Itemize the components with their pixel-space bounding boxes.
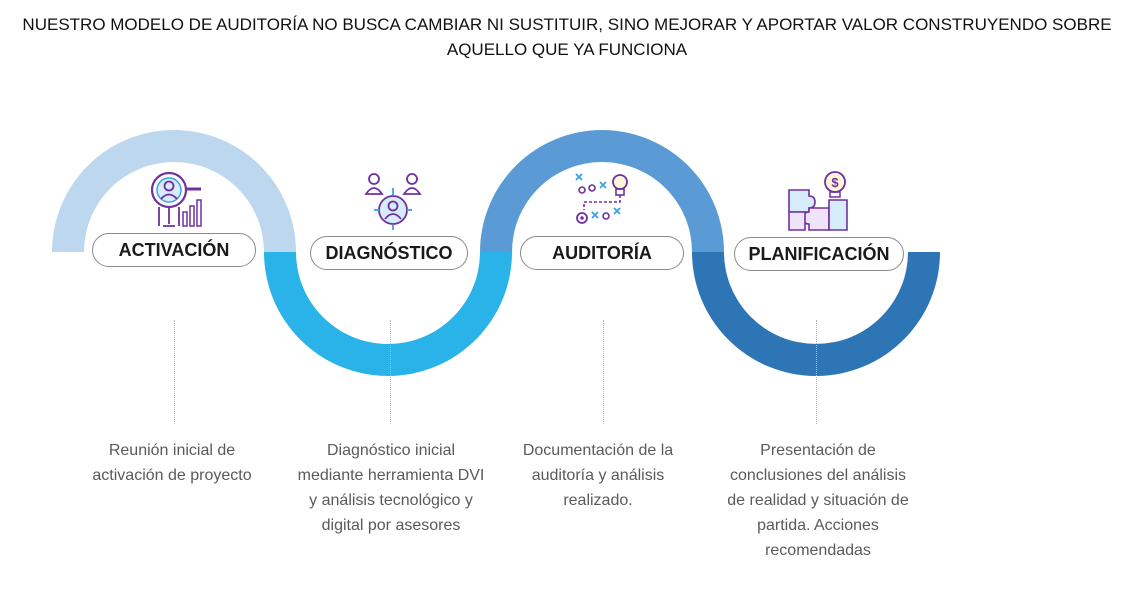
step-pill-diagnostico: DIAGNÓSTICO [310, 236, 468, 270]
wave-arc-diagnostico [264, 252, 512, 376]
step-description-auditoria: Documentación de la auditoría y análisis… [522, 442, 674, 509]
puzzle-dollar-idea-icon: $ [788, 171, 848, 231]
step-description-planificacion: Presentación de conclusiones del análisi… [727, 442, 909, 559]
page-title: NUESTRO MODELO DE AUDITORÍA NO BUSCA CAM… [22, 15, 1112, 59]
step-pill-auditoria: AUDITORÍA [520, 236, 684, 270]
wave-arc-activacion [52, 130, 296, 252]
step-description-activacion: Reunión inicial de activación de proyect… [92, 442, 252, 484]
step-description-diagnostico: Diagnóstico inicial mediante herramienta… [297, 442, 485, 534]
svg-text:$: $ [831, 175, 839, 190]
magnifier-person-chart-icon [150, 171, 202, 227]
connector-line-auditoria [603, 320, 604, 424]
connector-line-activacion [174, 320, 175, 424]
team-target-icon [364, 173, 422, 230]
wave-arc-planificacion [692, 252, 940, 376]
step-pill-planificacion: PLANIFICACIÓN [734, 237, 904, 271]
connector-line-planificacion [816, 320, 817, 424]
connector-line-diagnostico [390, 320, 391, 424]
strategy-lightbulb-icon [575, 173, 628, 224]
step-pill-activacion: ACTIVACIÓN [92, 233, 256, 267]
wave-arc-auditoria [480, 130, 724, 252]
